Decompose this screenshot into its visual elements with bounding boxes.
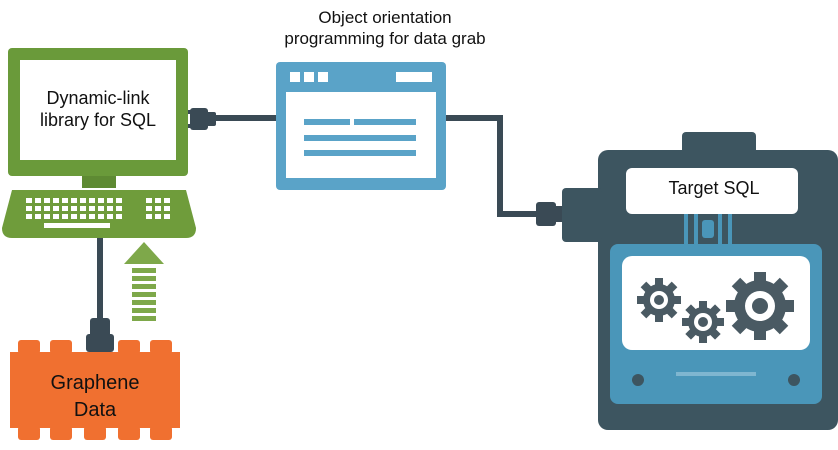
monitor-label: Dynamic-link library for SQL	[22, 88, 174, 132]
cable-browser-to-server	[446, 115, 538, 217]
graphene-block-icon	[10, 340, 180, 440]
keyboard-icon	[2, 190, 196, 238]
data-grab-label-line1: Object orientation	[318, 8, 452, 27]
monitor-label-line2: library for SQL	[39, 109, 157, 130]
gears-icon	[637, 272, 794, 343]
target-sql-label: Target SQL	[668, 178, 760, 198]
desktop-computer-icon	[8, 48, 188, 188]
data-grab-label-line2: programming for data grab	[284, 28, 486, 48]
browser-window-icon	[276, 62, 446, 190]
data-grab-label: Object orientation programming for data …	[240, 8, 530, 49]
graphene-data-label: Graphene Data	[10, 370, 180, 424]
server-icon	[562, 132, 838, 430]
graphene-label-line2: Data	[73, 399, 117, 421]
upload-arrow-icon	[124, 242, 164, 321]
monitor-label-line1: Dynamic-link	[46, 88, 150, 108]
cables	[97, 115, 538, 330]
graphene-label-line1: Graphene	[50, 372, 140, 394]
